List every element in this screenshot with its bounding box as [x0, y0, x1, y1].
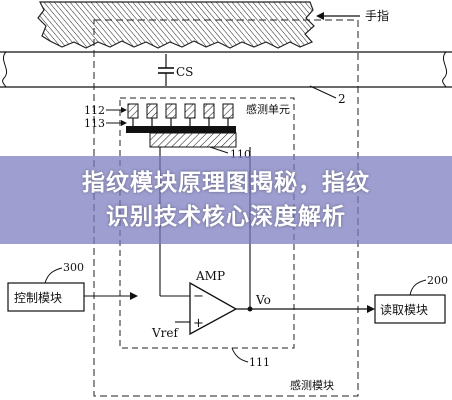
ref-112-label: 112	[84, 104, 105, 117]
read-module-box	[374, 294, 446, 324]
electrode	[184, 103, 196, 119]
ref-2-leader	[309, 85, 337, 99]
substrate-110	[149, 132, 237, 148]
title-banner: 指纹模块原理图揭秘，指纹 识别技术核心深度解析	[0, 156, 452, 244]
ref-300-leader	[44, 267, 63, 284]
cs-label: CS	[176, 65, 193, 79]
banner-title-line-1: 指纹模块原理图揭秘，指纹	[82, 170, 370, 196]
control-arrowhead	[130, 292, 138, 300]
vo-label: Vo	[255, 293, 271, 307]
finger-shape	[37, 1, 315, 49]
ref-200-leader	[409, 279, 427, 296]
amp-label: AMP	[195, 269, 225, 283]
amp-plus: +	[193, 316, 204, 331]
ref-2-label: 2	[338, 92, 346, 106]
amp-triangle	[189, 281, 238, 336]
electrode	[127, 103, 139, 119]
vo-node	[247, 306, 253, 312]
electrode	[222, 103, 234, 119]
ref-113-arrowhead	[121, 120, 127, 126]
sensing-unit-label: 感测单元	[246, 103, 290, 116]
sensing-module-label: 感测模块	[290, 379, 334, 392]
finger-label: 手指	[365, 8, 389, 23]
electrode-array	[127, 103, 234, 119]
vo-arrowhead	[367, 305, 375, 313]
vref-label: Vref	[151, 326, 180, 340]
amp-minus: −	[193, 289, 204, 304]
ref-200-label: 200	[427, 274, 448, 287]
common-plate	[126, 126, 236, 133]
finger-arrowhead	[316, 12, 324, 20]
read-module-label: 读取模块	[380, 303, 428, 317]
ref-111-leader	[231, 347, 249, 363]
ref-111-label: 111	[249, 356, 270, 369]
ref-300-label: 300	[63, 261, 84, 274]
ref-112-arrowhead	[121, 107, 127, 113]
electrode-stems	[132, 118, 229, 126]
ref-110-leader	[209, 146, 229, 154]
control-module-label: 控制模块	[14, 291, 62, 305]
cover-plate-break-left	[2, 51, 8, 88]
electrode	[146, 103, 158, 119]
banner-title-line-2: 识别技术核心深度解析	[106, 204, 346, 230]
ref-113-label: 113	[84, 117, 105, 130]
cover-plate-break-right	[442, 51, 448, 88]
electrode	[165, 103, 177, 119]
electrode	[203, 103, 215, 119]
control-module-box	[7, 282, 85, 312]
